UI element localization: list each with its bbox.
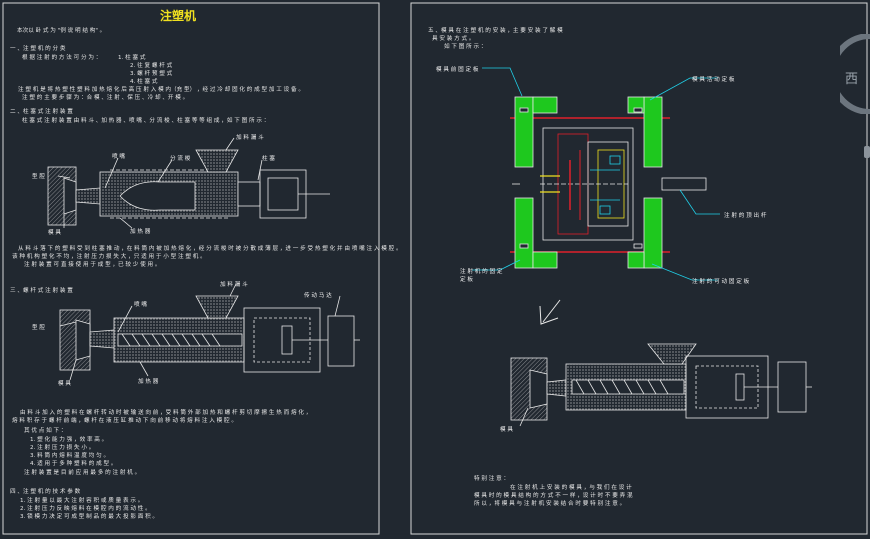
label-ejector: 注 射 的 顶 出 杆	[724, 213, 767, 219]
sec4-item: 1. 注 射 量 以 最 大 注 射 容 积 或 质 量 表 示 。	[20, 498, 144, 504]
sec3-heading: 三 、螺 杆 式 注 射 装 置	[10, 288, 73, 294]
label-plunger: 柱 塞	[262, 156, 275, 162]
sec1-item: 3. 螺 杆 预 塑 式	[130, 71, 173, 77]
sec1-item: 4. 柱 塞 式	[130, 79, 158, 85]
sec3-item: 3. 料 筒 内 熔 料 温 度 均 匀 。	[30, 453, 110, 459]
label-cavity: 型 腔	[32, 174, 45, 180]
label-mold: 模 具	[58, 381, 71, 387]
sec3-para: 注 射 装 置 是 目 前 应 用 最 多 的 注 射 机 。	[24, 470, 141, 476]
sec2-para: 注 射 装 置 可 直 接 使 用 于 成 型 ，已 较 少 使 用 。	[24, 262, 161, 268]
sec2-line: 柱 塞 式 注 射 装 置 由 料 斗 、加 热 器 、喷 嘴 、分 流 梭 、…	[22, 118, 270, 124]
nav-toggle-button[interactable]	[864, 146, 870, 158]
sec3-para: 其 优 点 如 下 ：	[24, 428, 67, 434]
note-title: 特 别 注 意 ：	[474, 476, 510, 482]
right-heading: 五 、模 具 在 注 塑 机 的 安 装 ，主 要 安 装 了 解 模	[428, 28, 563, 34]
assembled-machine-diagram	[510, 343, 812, 427]
sec3-para: 由 料 斗 加 入 的 塑 料 在 螺 杆 转 动 时 被 输 送 向 前 ，受…	[20, 410, 312, 416]
label-torpedo: 分 流 梭	[170, 156, 191, 162]
sec2-heading: 二 、柱 塞 式 注 射 装 置	[10, 109, 73, 115]
sec3-item: 4. 适 用 于 多 种 塑 料 的 成 型 。	[30, 461, 117, 467]
sec1-line: 根 据 注 射 的 方 法 可 分 为 ：	[22, 55, 102, 61]
sec1-item: 2. 往 复 螺 杆 式	[130, 63, 173, 69]
mold-mounting-diagram	[472, 67, 720, 281]
sec4-item: 3. 锁 模 力 决 定 可 成 型 制 品 的 最 大 投 影 面 积 。	[20, 514, 159, 520]
right-heading-line: 如 下 图 所 示 ：	[444, 44, 487, 50]
sec1-item: 1. 柱 塞 式	[118, 55, 146, 61]
page-title: 注塑机	[160, 9, 197, 23]
label-moving-plate-2: 注 射 的 可 动 固 定 板	[692, 279, 750, 285]
screw-injection-diagram	[59, 283, 360, 381]
sec3-item: 1. 塑 化 能 力 强 ，效 率 高 。	[30, 437, 108, 443]
label-heater: 加 热 器	[138, 379, 159, 385]
label-heater: 加 热 器	[130, 229, 151, 235]
note-line: 在 注 射 机 上 安 装 的 模 具 ，与 我 们 在 设 计	[510, 485, 632, 491]
right-heading-line: 具 安 装 方 式 。	[432, 36, 475, 42]
sec2-para: 从 料 斗 落 下 的 塑 料 受 到 柱 塞 推 动 ，在 料 筒 内 被 加…	[18, 246, 402, 252]
nav-wheel[interactable]	[840, 34, 870, 114]
label-drive: 传 动 马 达	[304, 293, 332, 299]
label-nozzle: 喷 嘴	[112, 154, 125, 160]
sec4-item: 2. 注 射 压 力 反 映 熔 料 在 模 腔 内 的 流 动 性 。	[20, 506, 151, 512]
label-fixed-plate: 模 具 前 固 定 板	[436, 67, 479, 73]
plunger-injection-diagram	[47, 137, 330, 229]
label-nozzle: 喷 嘴	[134, 302, 147, 308]
label-hopper: 加 料 漏 斗	[220, 282, 248, 288]
label-cavity: 型 腔	[32, 325, 45, 331]
label-fixed-plate-2: 注 射 机 的 固 定 定 板	[460, 269, 503, 283]
label-mold: 模 具	[500, 427, 513, 433]
nav-wheel-label: 西	[844, 72, 858, 87]
note-line: 所 以 ，将 模 具 与 注 射 机 安 装 结 合 时 要 特 别 注 意 。	[474, 501, 626, 507]
note-line: 模 具 时 的 模 具 结 构 的 方 式 不 一 样 ，设 计 时 不 要 弄…	[474, 493, 633, 499]
sec1-heading: 一 、注 塑 机 的 分 类	[10, 46, 66, 52]
sec4-heading: 四 、注 塑 机 的 技 术 参 数	[10, 489, 81, 495]
sec2-para: 该 种 机 构 塑 化 不 均 ，注 射 压 力 损 失 大 ，只 适 用 于 …	[12, 254, 206, 260]
left-panel-frame	[2, 2, 380, 535]
right-panel-frame	[410, 2, 868, 535]
sec1-para: 注 塑 机 是 将 热 塑 性 塑 料 加 热 熔 化 后 高 压 射 入 模 …	[18, 87, 304, 93]
sec3-para: 熔 料 积 存 于 螺 杆 前 端 ，螺 杆 在 液 压 缸 推 动 下 向 前…	[12, 418, 237, 424]
label-hopper: 加 料 漏 斗	[236, 135, 264, 141]
sec3-item: 2. 注 射 压 力 损 失 小 。	[30, 445, 95, 451]
sec1-para: 注 塑 的 主 要 步 骤 为 ：合 模 、注 射 、保 压 、冷 却 、开 模…	[22, 95, 189, 101]
intro-text: 本次以 卧 式 为 "例 说 明 结 构" 。	[17, 28, 106, 34]
label-mold: 模 具	[48, 230, 61, 236]
label-moving-plate: 模 具 活 动 定 板	[692, 77, 735, 83]
transition-arrow	[539, 299, 561, 325]
